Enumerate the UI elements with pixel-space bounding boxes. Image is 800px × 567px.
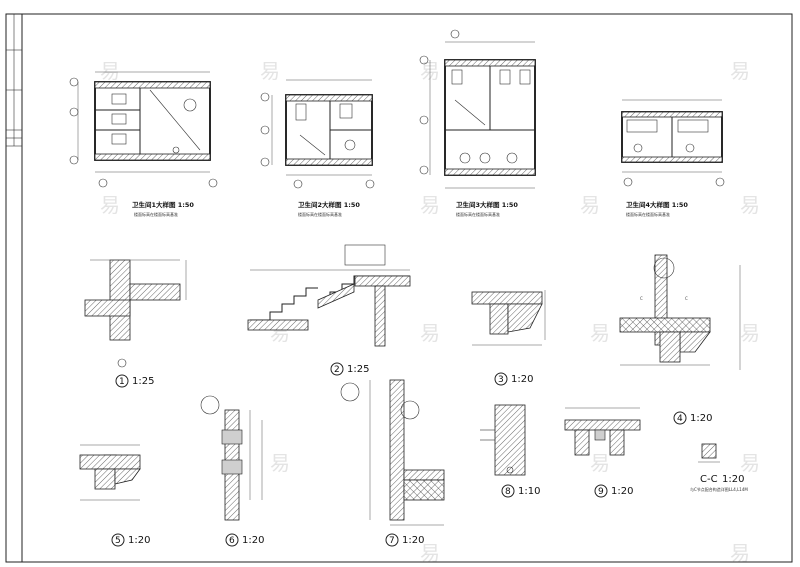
svg-text:2: 2 [334, 365, 340, 375]
section-cc-drawing [698, 443, 720, 463]
svg-text:1:20: 1:20 [611, 486, 633, 497]
plan-toilet-3 [419, 29, 536, 189]
detail-7-drawing [340, 379, 445, 526]
plan-2-note: 楼面标高在楼面标高基准 [298, 211, 342, 217]
svg-text:9: 9 [598, 487, 604, 497]
detail-9-drawing [564, 407, 641, 456]
svg-text:1:25: 1:25 [132, 376, 154, 387]
svg-text:易: 易 [420, 321, 440, 345]
detail-9-label: 9 1:20 [594, 484, 633, 498]
svg-text:易: 易 [740, 451, 760, 475]
svg-text:5: 5 [115, 536, 121, 546]
svg-text:易: 易 [740, 321, 760, 345]
plan-4-title: 卫生间4大样图 1:50 [626, 200, 688, 209]
section-cc-label: C-C 1:20 与C节点配合构造详图LL4,L14M [690, 474, 748, 492]
svg-text:1:20: 1:20 [690, 413, 712, 424]
svg-text:C: C [640, 296, 643, 301]
svg-text:易: 易 [730, 59, 750, 83]
sheet-border [5, 13, 793, 563]
detail-1-label: 1 1:25 [115, 374, 154, 388]
svg-text:易: 易 [260, 59, 280, 83]
plan-toilet-4 [621, 99, 725, 187]
svg-text:易: 易 [590, 451, 610, 475]
detail-4-label: 4 1:20 [673, 411, 712, 425]
detail-8-label: 8 1:10 [501, 484, 540, 498]
svg-text:1:20: 1:20 [722, 474, 744, 485]
svg-text:易: 易 [420, 541, 440, 565]
svg-text:C: C [685, 296, 688, 301]
detail-8-drawing [480, 404, 526, 476]
svg-text:易: 易 [730, 541, 750, 565]
svg-text:易: 易 [100, 193, 120, 217]
detail-6-drawing [200, 395, 263, 521]
svg-text:1: 1 [119, 377, 125, 387]
plan-1-note: 楼面标高在楼面标高基准 [134, 211, 178, 217]
detail-7-label: 7 1:20 [385, 533, 424, 547]
svg-text:7: 7 [389, 536, 395, 546]
plan-toilet-1 [69, 71, 218, 188]
svg-text:易: 易 [270, 451, 290, 475]
svg-text:易: 易 [580, 193, 600, 217]
svg-text:1:20: 1:20 [511, 374, 533, 385]
svg-text:与C节点配合构造详图LL4,L14M: 与C节点配合构造详图LL4,L14M [690, 486, 748, 492]
svg-text:6: 6 [229, 536, 235, 546]
svg-text:易: 易 [740, 193, 760, 217]
svg-text:C-C: C-C [700, 474, 718, 485]
svg-text:3: 3 [498, 375, 504, 385]
detail-5-drawing [79, 444, 141, 501]
plan-toilet-2 [260, 79, 375, 189]
detail-3-label: 3 1:20 [494, 372, 533, 386]
plan-2-title: 卫生间2大样图 1:50 [298, 200, 360, 209]
svg-text:1:20: 1:20 [128, 535, 150, 546]
svg-text:1:20: 1:20 [402, 535, 424, 546]
plan-3-title: 卫生间3大样图 1:50 [456, 200, 518, 209]
svg-text:易: 易 [420, 193, 440, 217]
detail-2-drawing [247, 244, 411, 347]
svg-text:易: 易 [100, 59, 120, 83]
detail-1-drawing [84, 259, 187, 368]
svg-text:易: 易 [590, 321, 610, 345]
detail-3-drawing [471, 290, 546, 346]
plan-3-note: 楼面标高在楼面标高基准 [456, 211, 500, 217]
plan-4-note: 楼面标高在楼面标高基准 [626, 211, 670, 217]
svg-text:1:20: 1:20 [242, 535, 264, 546]
svg-text:1:25: 1:25 [347, 364, 369, 375]
svg-text:8: 8 [505, 487, 511, 497]
plan-1-title: 卫生间1大样图 1:50 [132, 200, 194, 209]
detail-6-label: 6 1:20 [225, 533, 264, 547]
detail-5-label: 5 1:20 [111, 533, 150, 547]
detail-2-label: 2 1:25 [330, 362, 369, 376]
svg-text:1:10: 1:10 [518, 486, 540, 497]
svg-text:4: 4 [677, 414, 683, 424]
